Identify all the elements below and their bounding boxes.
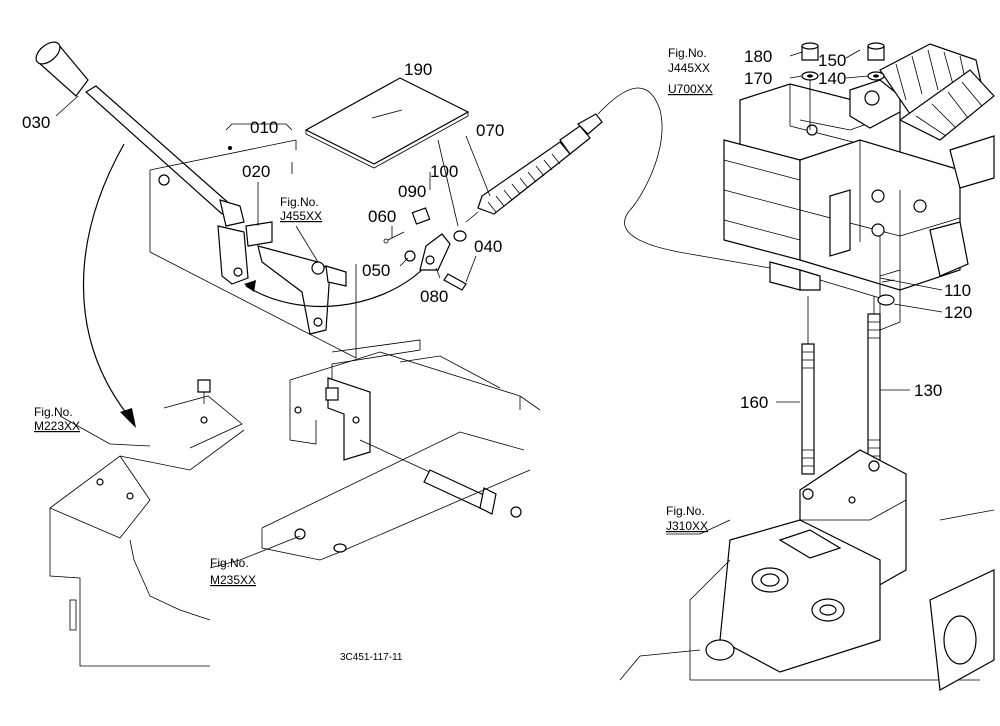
- fig-code-j445: J445XX: [668, 61, 710, 75]
- figure-references: Fig.No. J455XX Fig.No. J445XX U700XX Fig…: [34, 46, 713, 587]
- fig-code-u700: U700XX: [668, 82, 713, 96]
- fig-code-j310: J310XX: [666, 519, 708, 533]
- leader-lines-right: [666, 49, 943, 535]
- lever-bracket: [149, 139, 357, 359]
- label-120: 120: [944, 303, 972, 322]
- label-010: 010: [250, 118, 278, 137]
- label-110: 110: [944, 281, 971, 300]
- control-cable: [465, 87, 691, 255]
- label-090: 090: [398, 182, 426, 201]
- fig-caption-j445: Fig.No.: [668, 46, 707, 60]
- hydraulic-body: [619, 449, 995, 691]
- label-040: 040: [474, 237, 502, 256]
- motion-arrow: [82, 143, 136, 428]
- fig-caption-m223: Fig.No.: [34, 405, 73, 419]
- label-020: 020: [242, 162, 270, 181]
- label-030: 030: [22, 113, 50, 132]
- control-lever: [35, 41, 245, 227]
- fig-code-j455: J455XX: [280, 209, 322, 223]
- label-130: 130: [914, 381, 942, 400]
- label-050: 050: [362, 261, 390, 280]
- label-190: 190: [404, 60, 432, 79]
- mounting-frame: [261, 339, 541, 561]
- leader-lines-left: [55, 95, 491, 569]
- stud-bolts: [801, 296, 881, 475]
- floor-panel: [49, 379, 245, 667]
- fig-caption-j310: Fig.No.: [666, 504, 705, 518]
- cable-arrow: [244, 267, 425, 308]
- fig-code-m235: M235XX: [210, 573, 256, 587]
- fig-caption-j455: Fig.No.: [280, 195, 319, 209]
- label-070: 070: [476, 121, 504, 140]
- label-100: 100: [430, 162, 458, 181]
- label-140: 140: [818, 69, 846, 88]
- label-150: 150: [818, 51, 846, 70]
- label-160: 160: [740, 393, 768, 412]
- label-080: 080: [420, 287, 448, 306]
- label-170: 170: [744, 69, 772, 88]
- control-valve: [723, 43, 995, 331]
- clevis-parts: [383, 207, 467, 291]
- part-labels: 030 010 020 190 070 090 100 060 050 040 …: [22, 47, 972, 412]
- fig-caption-m235: Fig.No.: [210, 556, 249, 570]
- label-180: 180: [744, 47, 772, 66]
- label-060: 060: [368, 207, 396, 226]
- decal-sheet: [304, 77, 470, 169]
- fig-code-m223: M223XX: [34, 419, 80, 433]
- drawing-code: 3C451-117-11: [340, 652, 403, 663]
- cable-end: [689, 253, 901, 306]
